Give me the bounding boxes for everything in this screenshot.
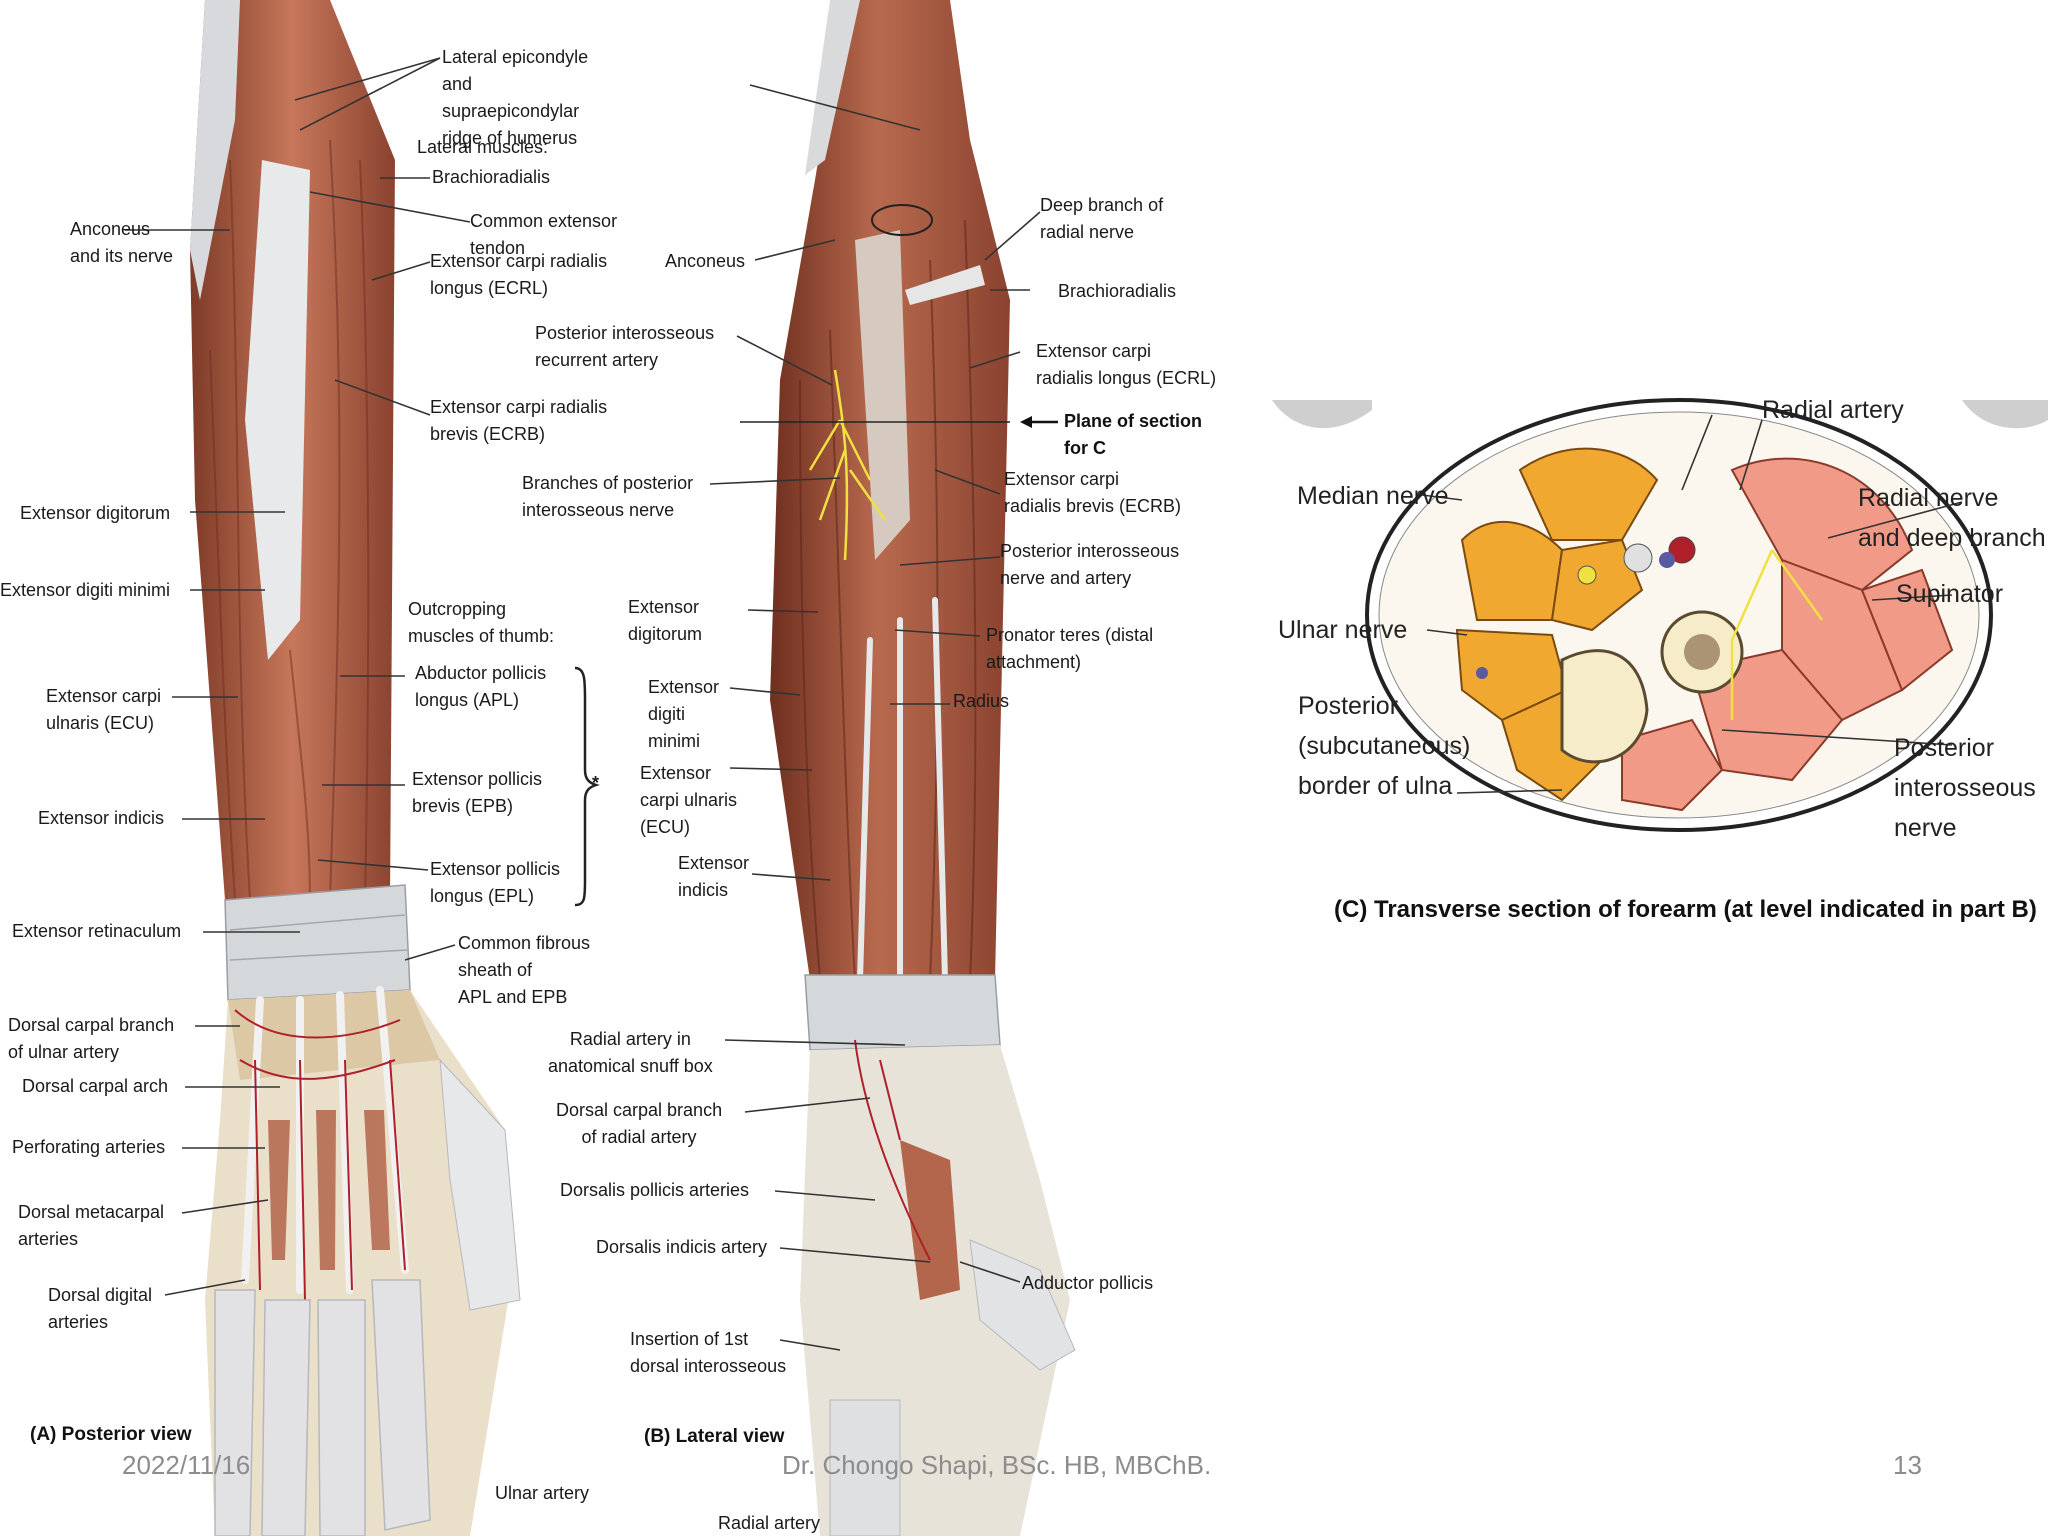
label-posterior-border-ulna: Posterior (subcutaneous) border of ulna	[1298, 692, 1471, 800]
label-extensor-indicis: Extensor indicis	[38, 808, 165, 828]
label-supinator: Supinator	[1896, 580, 2004, 608]
label-radial-artery-snuff-box: Radial artery in anatomical snuff box	[548, 1029, 713, 1076]
label-epl: Extensor pollicis longus (EPL)	[430, 859, 561, 906]
label-ecu: Extensor carpi ulnaris (ECU)	[46, 686, 162, 733]
label-radial-nerve-deep: Radial nerve and deep branch	[1858, 484, 2046, 552]
label-ecrl: Extensor carpi radialis longus (ECRL)	[430, 251, 608, 298]
lateral-forearm-illustration	[709, 0, 1076, 1536]
label-extensor-indicis-b: Extensor indicis	[678, 853, 750, 900]
label-dorsal-carpal-arch: Dorsal carpal arch	[22, 1076, 169, 1096]
label-star: *	[592, 773, 600, 793]
label-pronator-teres: Pronator teres (distal attachment)	[986, 625, 1154, 672]
label-extensor-digitorum-b: Extensor digitorum	[628, 597, 703, 644]
label-common-fibrous-sheath: Common fibrous sheath of APL and EPB	[458, 933, 591, 1007]
label-radius: Radius	[953, 691, 1010, 711]
caption-posterior-view: (A) Posterior view	[30, 1424, 192, 1445]
label-dorsal-digital: Dorsal digital arteries	[48, 1285, 153, 1332]
label-perforating-arteries: Perforating arteries	[12, 1137, 166, 1157]
label-anconeus-nerve: Anconeus and its nerve	[70, 219, 174, 266]
label-dorsalis-indicis: Dorsalis indicis artery	[596, 1237, 768, 1257]
footer-author: Dr. Chongo Shapi, BSc. HB, MBChB.	[782, 1450, 1212, 1480]
label-extensor-digiti-minimi: Extensor digiti minimi	[0, 580, 171, 600]
footer-date: 2022/11/16	[122, 1450, 251, 1480]
caption-transverse-section: (C) Transverse section of forearm (at le…	[1334, 896, 2037, 923]
panel-c-transverse-section: Radial artery Median nerve Radial nerve …	[1262, 390, 2048, 950]
label-lateral-epicondyle: Lateral epicondyle and supraepicondylar …	[442, 47, 589, 148]
label-dorsal-carpal-ulnar: Dorsal carpal branch of ulnar artery	[8, 1015, 175, 1062]
label-branches-post-interosseous: Branches of posterior interosseous nerve	[522, 473, 694, 520]
label-plane-of-section: Plane of section for C	[1064, 411, 1203, 458]
label-dorsalis-pollicis: Dorsalis pollicis arteries	[560, 1180, 750, 1200]
panel-a-posterior-view: Lateral epicondyle and supraepicondylar …	[0, 0, 620, 1536]
label-ulnar-artery: Ulnar artery	[495, 1483, 590, 1503]
label-dorsal-metacarpal: Dorsal metacarpal arteries	[18, 1202, 165, 1249]
label-radial-artery-b: Radial artery	[718, 1513, 821, 1533]
label-extensor-digiti-minimi-b: Extensor digiti minimi	[648, 677, 720, 751]
transverse-section-illustration	[1272, 398, 2048, 832]
label-posterior-interosseous-nerve: Posterior interosseous nerve	[1894, 734, 2036, 842]
label-common-extensor-tendon: Common extensor tendon	[470, 211, 618, 258]
label-ecrb: Extensor carpi radialis brevis (ECRB)	[430, 397, 608, 444]
label-ecrb-b: Extensor carpi radialis brevis (ECRB)	[1004, 469, 1182, 516]
label-post-interosseous-recurrent: Posterior interosseous recurrent artery	[535, 323, 715, 370]
label-anconeus: Anconeus	[665, 251, 746, 271]
label-epb: Extensor pollicis brevis (EPB)	[412, 769, 543, 816]
label-median-nerve: Median nerve	[1297, 482, 1449, 510]
label-extensor-digitorum: Extensor digitorum	[20, 503, 171, 523]
label-ecu-b: Extensor carpi ulnaris (ECU)	[640, 763, 738, 837]
label-dorsal-carpal-radial: Dorsal carpal branch of radial artery	[556, 1100, 723, 1147]
label-lateral-muscles: Lateral muscles:	[417, 137, 549, 157]
panel-b-lateral-view: Deep branch of radial nerve Anconeus Bra…	[522, 0, 1240, 1536]
label-brachioradialis: Brachioradialis	[432, 167, 551, 187]
label-apl: Abductor pollicis longus (APL)	[415, 663, 547, 710]
caption-lateral-view: (B) Lateral view	[644, 1426, 785, 1447]
posterior-forearm-illustration	[125, 0, 600, 1536]
label-outcropping: Outcropping muscles of thumb:	[408, 599, 555, 646]
label-deep-branch-radial: Deep branch of radial nerve	[1040, 195, 1164, 242]
footer-page-number: 13	[1893, 1450, 1922, 1480]
label-adductor-pollicis: Adductor pollicis	[1022, 1273, 1154, 1293]
label-ulnar-nerve: Ulnar nerve	[1278, 616, 1408, 644]
label-extensor-retinaculum: Extensor retinaculum	[12, 921, 182, 941]
label-post-interosseous-nerve-artery: Posterior interosseous nerve and artery	[1000, 541, 1180, 588]
label-brachioradialis-b: Brachioradialis	[1058, 281, 1177, 301]
label-radial-artery-c: Radial artery	[1762, 396, 1904, 424]
label-insertion-1st-dorsal: Insertion of 1st dorsal interosseous	[630, 1329, 787, 1376]
label-ecrl-b: Extensor carpi radialis longus (ECRL)	[1036, 341, 1217, 388]
